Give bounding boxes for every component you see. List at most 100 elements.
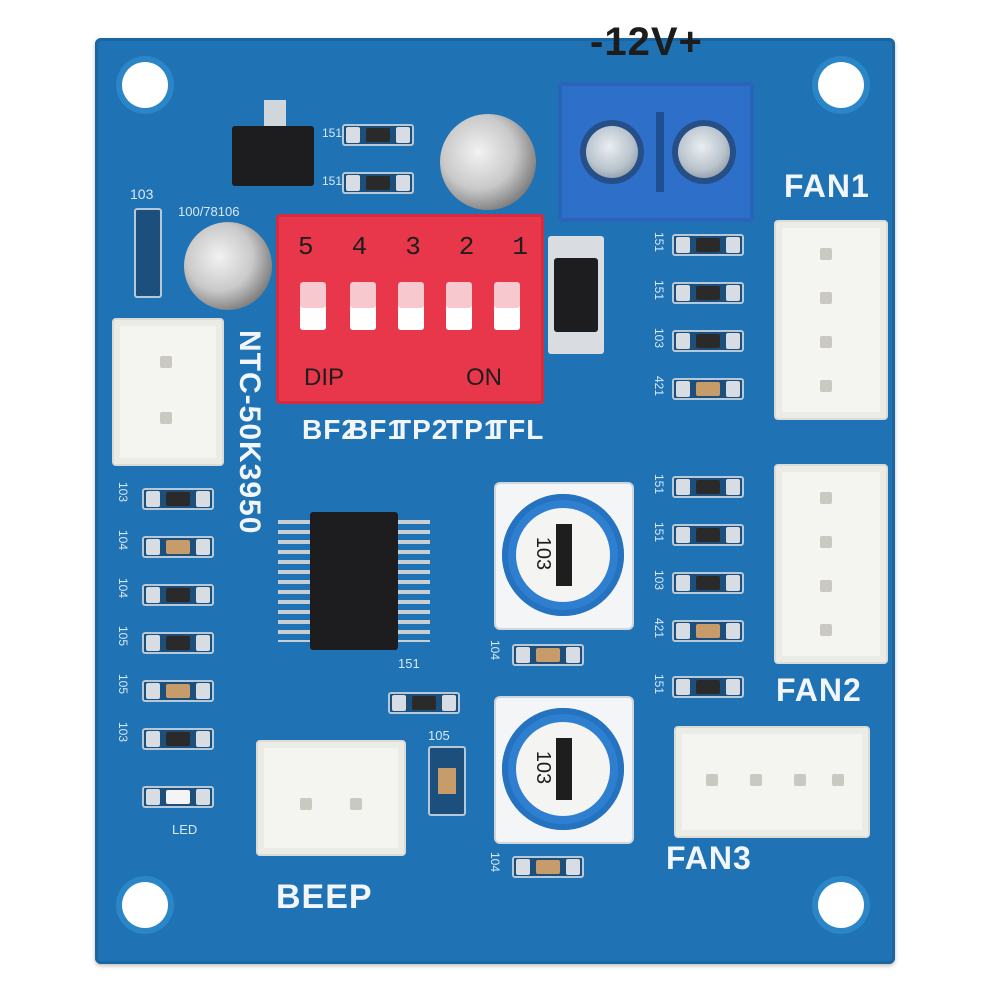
mounting-hole-top-right xyxy=(818,62,864,108)
resistor-right-1 xyxy=(672,234,744,256)
power-label: -12V+ xyxy=(590,20,703,64)
dip-slot-1[interactable] xyxy=(494,282,520,330)
mounting-hole-bottom-right xyxy=(818,882,864,928)
fan2-connector[interactable] xyxy=(774,464,888,664)
dip-number-2: 2 xyxy=(458,232,475,262)
capacitor-105 xyxy=(428,746,466,816)
beep-connector[interactable] xyxy=(256,740,406,856)
potentiometer-1-slot xyxy=(556,524,572,586)
mode-label-bf1: BF1 xyxy=(348,414,404,445)
fan2-label: FAN2 xyxy=(776,672,862,708)
dip-label: DIP xyxy=(304,364,345,391)
dip-slot-2[interactable] xyxy=(446,282,472,330)
fan2-pin-4 xyxy=(820,624,832,636)
capacitor-top xyxy=(440,114,536,210)
terminal-screw-negative xyxy=(586,126,638,178)
resistor-left-5 xyxy=(142,680,214,702)
resistor-left-6 xyxy=(142,728,214,750)
code-104-b: 104 xyxy=(488,852,502,873)
fan1-connector[interactable] xyxy=(774,220,888,420)
resistor-left-2 xyxy=(142,536,214,558)
potentiometer-2-slot xyxy=(556,738,572,800)
sensor-label: NTC-50K3950 xyxy=(233,330,266,535)
resistor-left-3 xyxy=(142,584,214,606)
fan3-pin-2 xyxy=(750,774,762,786)
fan3-label: FAN3 xyxy=(666,840,752,876)
resistor-mid-1 xyxy=(388,692,460,714)
code-left-105: 105 xyxy=(116,626,130,647)
code-104-a: 104 xyxy=(488,640,502,661)
power-transistor-tab xyxy=(548,236,604,354)
beep-label: BEEP xyxy=(276,878,373,916)
voltage-regulator-chip xyxy=(232,126,314,186)
power-transistor xyxy=(554,258,598,332)
code-right-151-1: 151 xyxy=(652,232,666,253)
capacitor-105-body xyxy=(438,768,456,794)
resistor-right-6 xyxy=(672,524,744,546)
dip-number-1: 1 xyxy=(512,232,528,262)
regulator-tab xyxy=(264,100,286,126)
fan3-pin-4 xyxy=(832,774,844,786)
code-103-top: 103 xyxy=(130,186,154,202)
dip-slot-4[interactable] xyxy=(350,282,376,330)
mounting-hole-bottom-left xyxy=(122,882,168,928)
mounting-hole-top-left xyxy=(122,62,168,108)
fan1-pin-3 xyxy=(820,336,832,348)
fan1-label: FAN1 xyxy=(784,168,870,204)
potentiometer-1-code: 103 xyxy=(532,536,555,571)
resistor-103-vertical xyxy=(134,208,162,298)
code-right-103-1: 103 xyxy=(652,328,666,349)
mode-label-tp2: TP2 xyxy=(394,414,449,445)
power-terminal-block xyxy=(558,82,754,222)
capacitor-left-label: 100/78106 xyxy=(178,204,240,219)
resistor-right-3 xyxy=(672,330,744,352)
fan1-pin-4 xyxy=(820,380,832,392)
potentiometer-2[interactable]: 103 xyxy=(502,708,624,830)
beep-pin-1 xyxy=(300,798,312,810)
capacitor-104-a xyxy=(512,644,584,666)
dip-switch[interactable]: 5 4 3 2 1 DIP ON xyxy=(276,214,544,404)
resistor-right-4 xyxy=(672,378,744,400)
resistor-left-1 xyxy=(142,488,214,510)
potentiometer-2-code: 103 xyxy=(532,750,555,785)
resistor-right-7 xyxy=(672,572,744,594)
code-right-103-2: 103 xyxy=(652,570,666,591)
fan2-pin-1 xyxy=(820,492,832,504)
fan3-pin-3 xyxy=(794,774,806,786)
resistor-right-9 xyxy=(672,676,744,698)
resistor-151-a xyxy=(342,124,414,146)
code-right-151-5: 151 xyxy=(652,674,666,695)
resistor-151-a-code: 151 xyxy=(322,126,343,140)
fan2-pin-2 xyxy=(820,536,832,548)
fan3-pin-1 xyxy=(706,774,718,786)
mode-label-bf2: BF2 xyxy=(302,414,358,445)
led xyxy=(142,786,214,808)
sensor-connector[interactable] xyxy=(112,318,224,466)
fan1-pin-1 xyxy=(820,248,832,260)
resistor-right-8 xyxy=(672,620,744,642)
dip-on-label: ON xyxy=(466,364,502,391)
dip-slot-5[interactable] xyxy=(300,282,326,330)
potentiometer-1-disc: 103 xyxy=(516,508,610,602)
code-right-151-2: 151 xyxy=(652,280,666,301)
mode-label-tfl: TFL xyxy=(490,414,545,445)
fan1-pin-2 xyxy=(820,292,832,304)
code-left-104: 104 xyxy=(116,530,130,551)
dip-numbers: 5 4 3 2 1 xyxy=(298,232,528,262)
code-right-151-3: 151 xyxy=(652,474,666,495)
beep-pin-2 xyxy=(350,798,362,810)
fan2-pin-3 xyxy=(820,580,832,592)
code-105: 105 xyxy=(428,728,450,743)
sensor-pin-1 xyxy=(160,356,172,368)
resistor-left-4 xyxy=(142,632,214,654)
terminal-screw-positive xyxy=(678,126,730,178)
code-left-103: 103 xyxy=(116,482,130,503)
code-left-103b: 103 xyxy=(116,722,130,743)
fan3-connector[interactable] xyxy=(674,726,870,838)
dip-slot-3[interactable] xyxy=(398,282,424,330)
resistor-151-b xyxy=(342,172,414,194)
code-right-151-4: 151 xyxy=(652,522,666,543)
potentiometer-1[interactable]: 103 xyxy=(502,494,624,616)
capacitor-left xyxy=(184,222,272,310)
code-left-105b: 105 xyxy=(116,674,130,695)
